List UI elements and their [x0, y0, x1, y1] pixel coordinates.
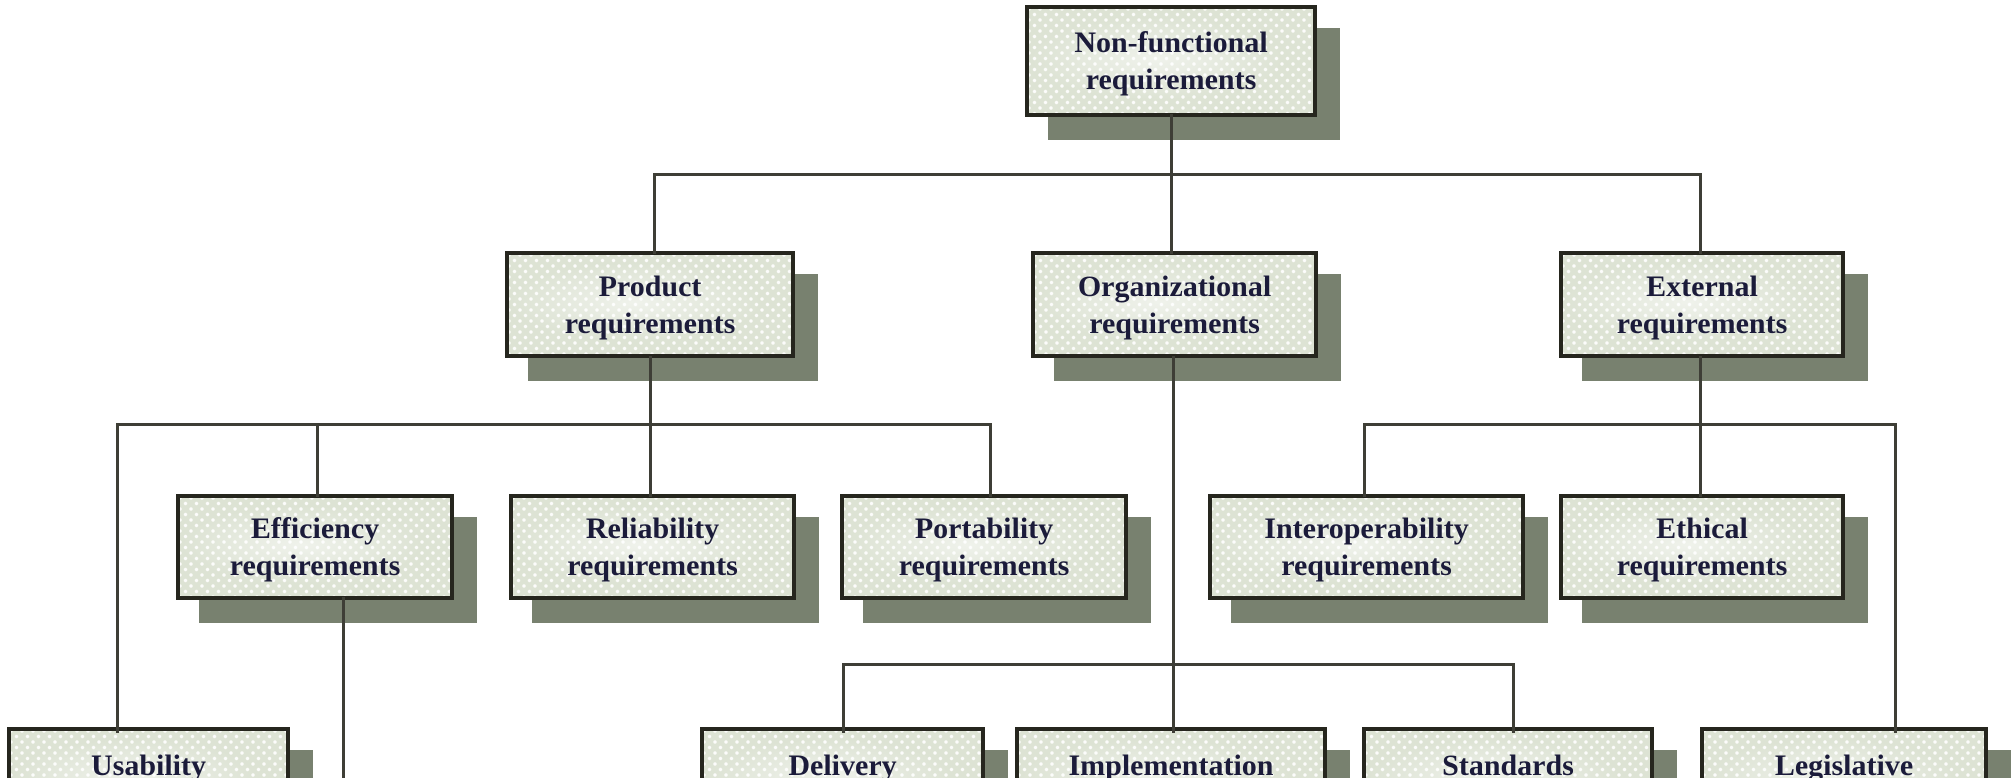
node-efficiency-requirements: Efficiency requirements: [176, 494, 454, 600]
node-label-line1: Standards: [1442, 749, 1574, 778]
node-label-line2: requirements: [567, 549, 738, 582]
node-standards-requirements: Standards: [1362, 727, 1654, 778]
node-reliability-requirements: Reliability requirements: [509, 494, 796, 600]
connector-line: [1363, 423, 1366, 497]
node-label-line2: requirements: [1616, 306, 1788, 340]
connector-line: [1512, 663, 1515, 733]
node-label-line1: Reliability: [585, 512, 720, 545]
node-label-line1: Implementation: [1068, 749, 1274, 778]
node-portability-requirements: Portability requirements: [840, 494, 1128, 600]
connector-line: [1894, 423, 1897, 733]
node-label-line1: Product: [598, 269, 702, 303]
node-label-line1: External: [1646, 269, 1758, 303]
node-label-line2: requirements: [1281, 549, 1452, 582]
node-label-line1: Organizational: [1077, 269, 1272, 303]
node-label-line2: requirements: [229, 549, 401, 582]
node-delivery-requirements: Delivery: [700, 727, 985, 778]
node-legislative-requirements: Legislative: [1700, 727, 1988, 778]
node-label-line1: Efficiency: [250, 512, 380, 545]
node-label-line2: requirements: [1085, 63, 1257, 96]
node-label-line2: requirements: [898, 549, 1070, 582]
connector-line: [649, 356, 652, 426]
connector-line: [1172, 356, 1175, 666]
node-label-line1: Portability: [914, 512, 1054, 545]
connector-line: [842, 663, 1515, 666]
node-implementation-requirements: Implementation: [1015, 727, 1327, 778]
connector-line: [1172, 663, 1175, 733]
connector-line: [1699, 356, 1702, 497]
connector-line: [1170, 173, 1173, 254]
node-label-line1: Usability: [90, 749, 207, 778]
connector-line: [316, 423, 319, 497]
connector-line: [653, 173, 656, 254]
connector-line: [1699, 173, 1702, 254]
connector-line: [1363, 423, 1897, 426]
connector-line: [842, 663, 845, 733]
node-organizational-requirements: Organizational requirements: [1031, 251, 1318, 358]
node-external-requirements: External requirements: [1559, 251, 1845, 358]
connector-line: [116, 423, 119, 733]
node-label-line1: Legislative: [1774, 749, 1914, 778]
node-label-line2: requirements: [564, 306, 736, 340]
node-non-functional-requirements: Non-functional requirements: [1025, 5, 1317, 117]
node-usability-requirements: Usability: [7, 727, 290, 778]
connector-line: [116, 423, 991, 426]
node-label-line2: requirements: [1089, 306, 1260, 340]
node-ethical-requirements: Ethical requirements: [1559, 494, 1845, 600]
connector-line: [653, 173, 1702, 176]
node-label-line1: Ethical: [1656, 512, 1748, 545]
connector-line: [342, 597, 345, 778]
node-label-line1: Interoperability: [1264, 512, 1469, 545]
node-interoperability-requirements: Interoperability requirements: [1208, 494, 1525, 600]
node-label-line1: Non-functional: [1074, 26, 1268, 59]
node-label-line1: Delivery: [788, 749, 897, 778]
node-label-line2: requirements: [1616, 549, 1788, 582]
connector-line: [1170, 114, 1173, 176]
node-product-requirements: Product requirements: [505, 251, 795, 358]
connector-line: [989, 423, 992, 497]
connector-line: [649, 423, 652, 497]
